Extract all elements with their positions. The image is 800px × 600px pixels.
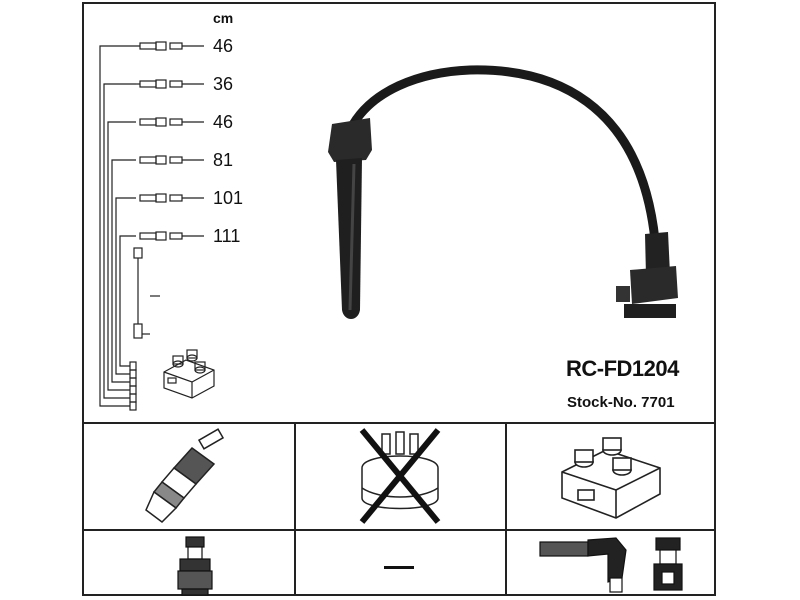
divider-col1 bbox=[294, 422, 296, 596]
length-3: 46 bbox=[213, 112, 234, 132]
divider-col2 bbox=[505, 422, 507, 596]
plug-boot-icon bbox=[177, 536, 213, 596]
ignition-coil-icon bbox=[561, 437, 661, 519]
length-2: 36 bbox=[213, 74, 234, 94]
dash-icon bbox=[384, 566, 414, 569]
stock-number: Stock-No. 7701 bbox=[567, 394, 675, 411]
unit-label: cm bbox=[213, 10, 234, 26]
length-1: 46 bbox=[213, 36, 234, 56]
length-6: 111 bbox=[213, 226, 241, 246]
distributor-cap-crossed-icon bbox=[359, 428, 441, 524]
diagram-frame bbox=[82, 2, 716, 596]
divider-bottom bbox=[82, 529, 716, 531]
spark-plug-icon bbox=[145, 428, 225, 523]
length-5: 101 bbox=[213, 188, 244, 208]
wiring-schematic bbox=[99, 41, 215, 411]
ignition-cable-illustration bbox=[328, 65, 678, 319]
divider-top bbox=[82, 422, 716, 424]
coil-boot-icon bbox=[653, 537, 683, 591]
model-number: RC-FD1204 bbox=[566, 356, 679, 381]
length-4: 81 bbox=[213, 150, 234, 170]
angled-boot-icon bbox=[539, 537, 627, 593]
